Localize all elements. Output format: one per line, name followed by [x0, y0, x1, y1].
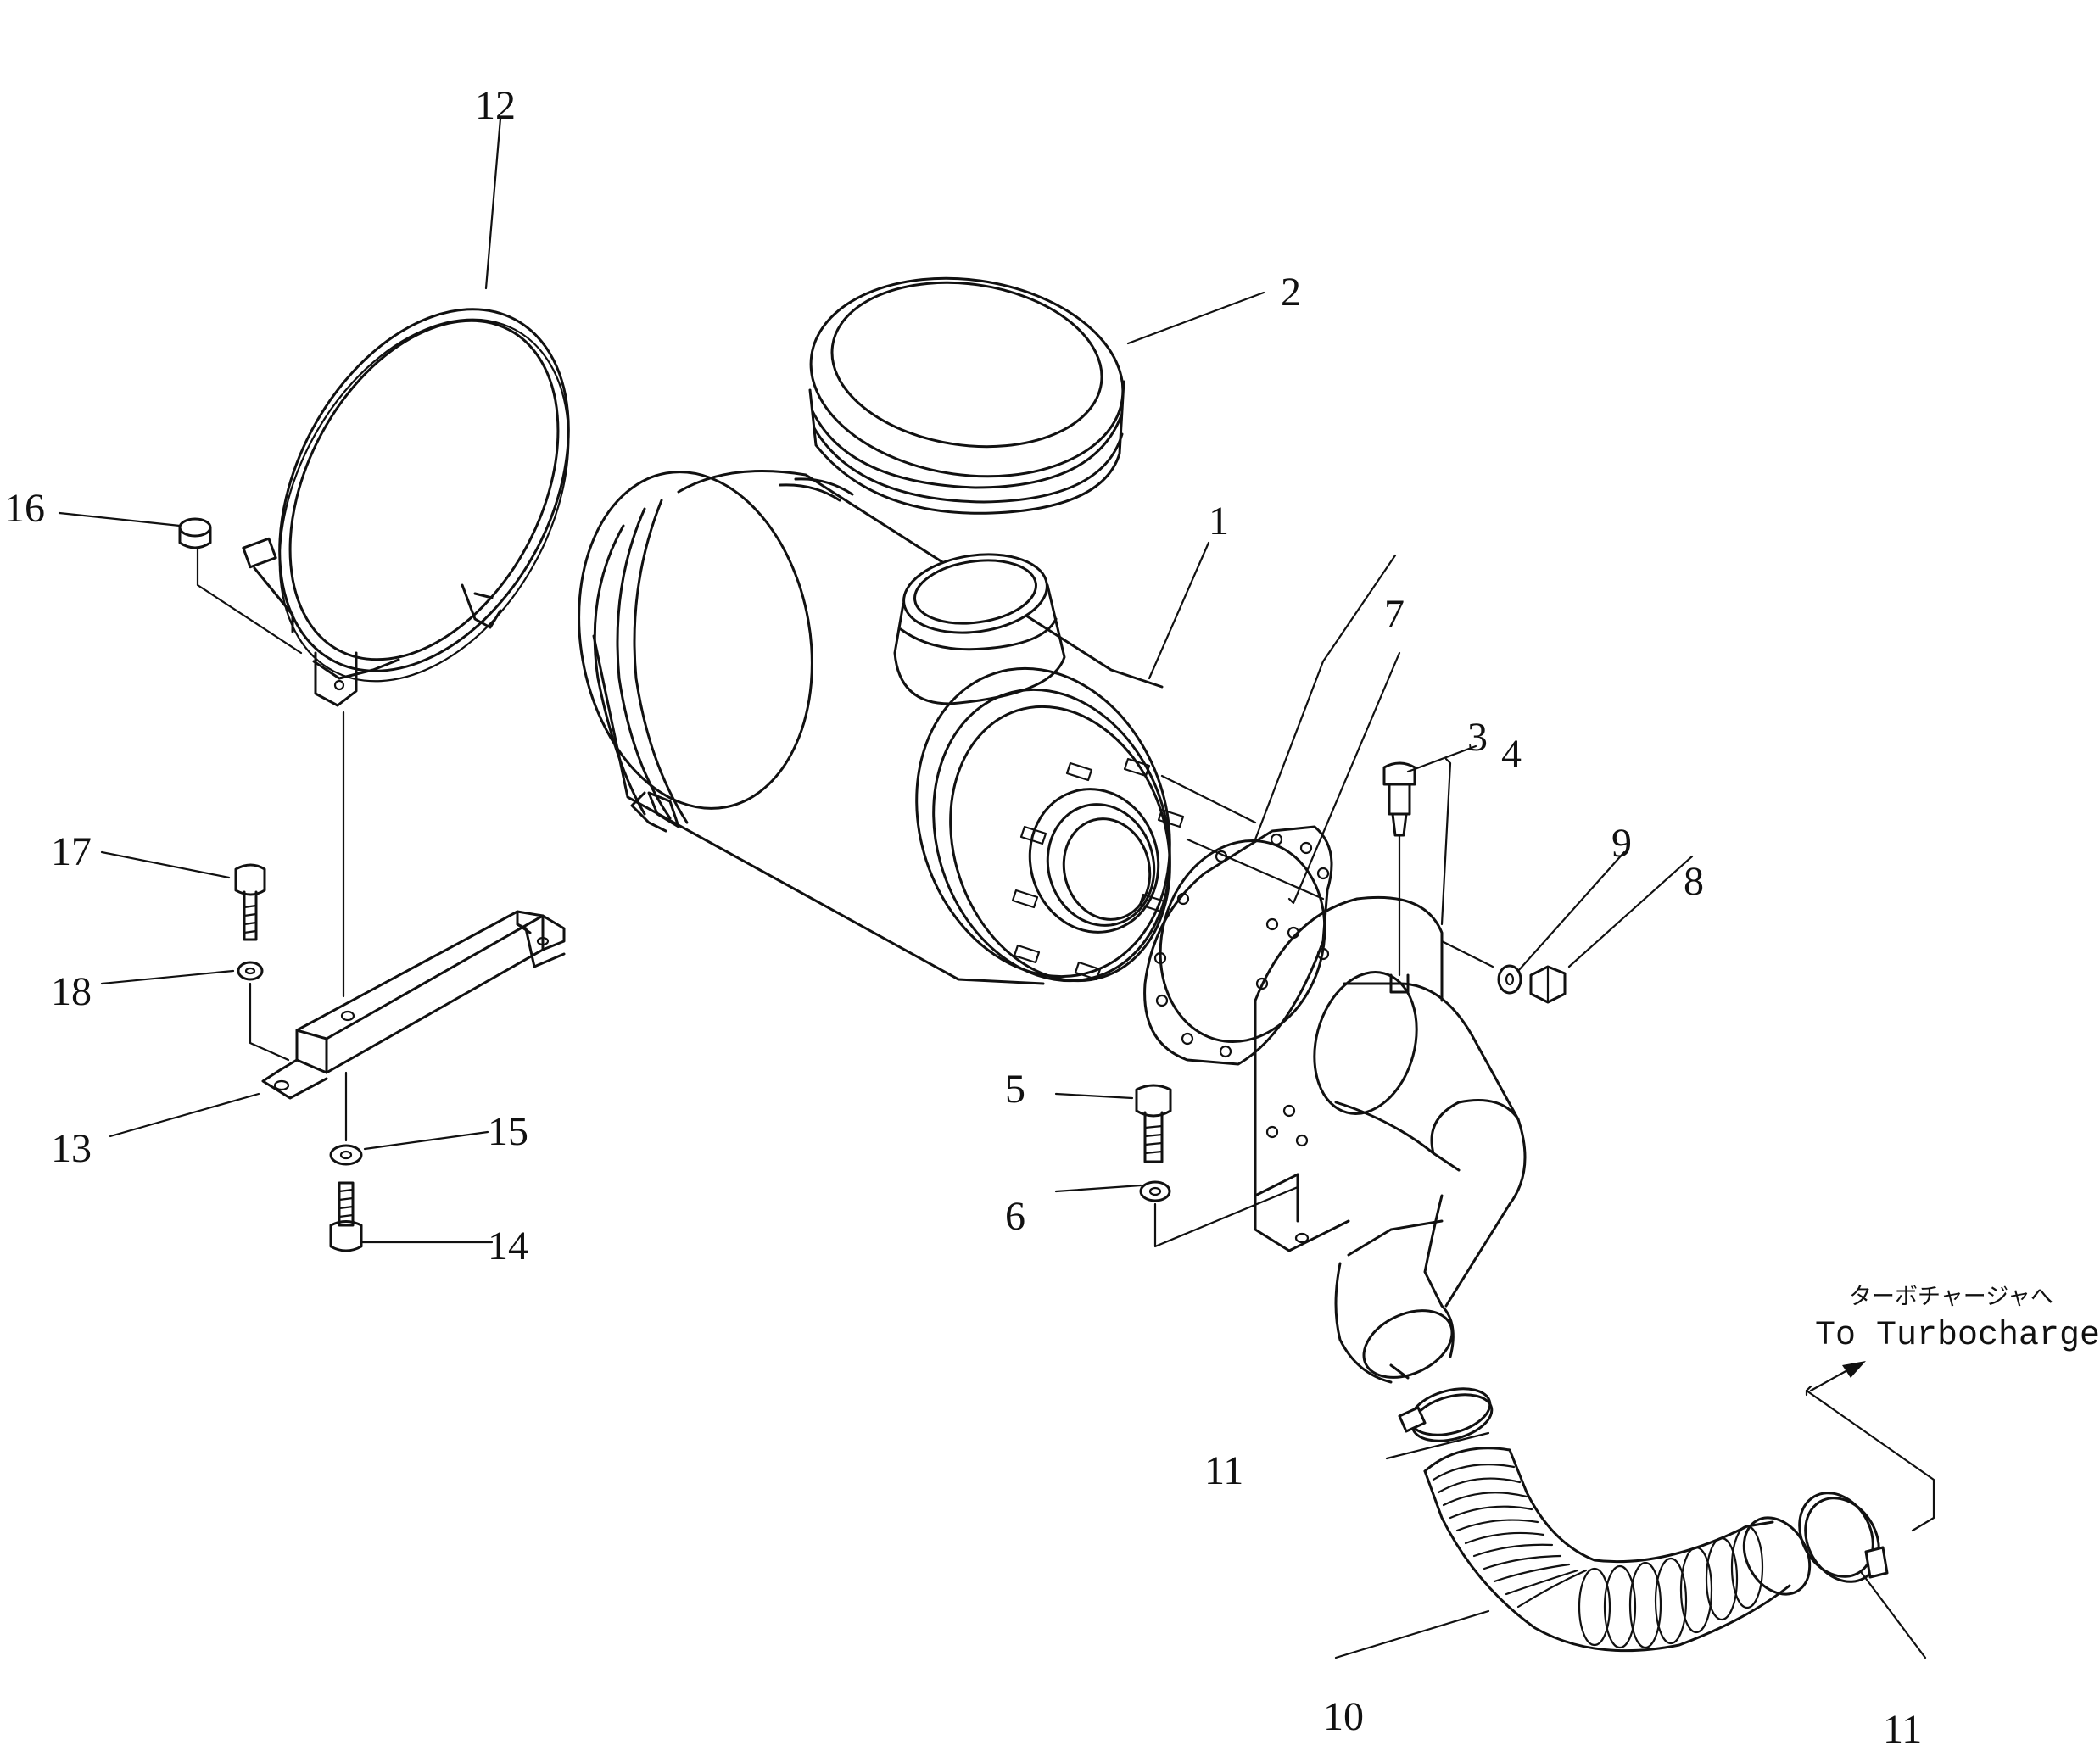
assembly-line-studs-side	[1186, 838, 1325, 901]
gasket-7	[1143, 825, 1333, 1066]
callout-13: 13	[51, 1126, 92, 1171]
flow-arrow	[1805, 1361, 1935, 1532]
callout-18: 18	[51, 969, 92, 1014]
callout-15: 15	[488, 1109, 528, 1154]
assembly-line-5-6	[1153, 1185, 1299, 1248]
callout-7: 7	[1384, 592, 1405, 637]
callout-11-upper: 11	[1204, 1448, 1243, 1493]
callout-labels: 1 2 3 4 5 6 7 8 9 10 11 11 12 13 14 15 1…	[4, 83, 1922, 1751]
callout-9: 9	[1611, 821, 1632, 866]
plug-4	[1382, 761, 1416, 994]
air-cleaner-body-1	[578, 470, 1185, 985]
outlet-elbow-3	[1254, 895, 1527, 1384]
callout-14: 14	[488, 1224, 528, 1269]
callout-5: 5	[1005, 1067, 1025, 1112]
assembly-line-8-9	[1440, 940, 1494, 968]
assembly-line-17	[249, 982, 290, 1062]
callout-12: 12	[475, 83, 516, 128]
washer-9	[1497, 964, 1522, 995]
callout-6: 6	[1005, 1194, 1025, 1239]
note-japanese: ターボチャージャへ	[1849, 1284, 2053, 1310]
note-english: To Turbocharger	[1815, 1317, 2100, 1355]
bracket-13	[261, 910, 566, 1100]
assembly-line-16	[196, 548, 303, 655]
nut-16	[178, 517, 212, 549]
callout-17: 17	[51, 829, 92, 874]
callout-10: 10	[1323, 1694, 1364, 1739]
bolt-17	[234, 863, 266, 941]
bolt-5	[1135, 1084, 1172, 1163]
hose-10	[1423, 1447, 1812, 1653]
assembly-line-studs-upper	[1160, 774, 1257, 824]
callout-11-lower: 11	[1883, 1707, 1922, 1751]
leader-lines	[58, 117, 1927, 1659]
nut-8	[1529, 965, 1567, 1004]
mounting-band	[242, 308, 570, 707]
turbocharger-note: ターボチャージャへ To Turbocharger	[1815, 1284, 2100, 1355]
washer-15	[329, 1144, 363, 1166]
cover-2	[808, 276, 1125, 515]
washer-6	[1139, 1180, 1171, 1202]
bolt-14	[329, 1181, 363, 1252]
callout-16: 16	[4, 486, 45, 531]
callout-4: 4	[1501, 732, 1522, 777]
callout-2: 2	[1281, 270, 1301, 315]
callout-3: 3	[1467, 715, 1488, 760]
washer-18	[237, 961, 264, 981]
callout-1: 1	[1209, 499, 1229, 544]
callout-8: 8	[1684, 859, 1704, 904]
hose-clamp-11-upper	[1398, 1387, 1494, 1442]
